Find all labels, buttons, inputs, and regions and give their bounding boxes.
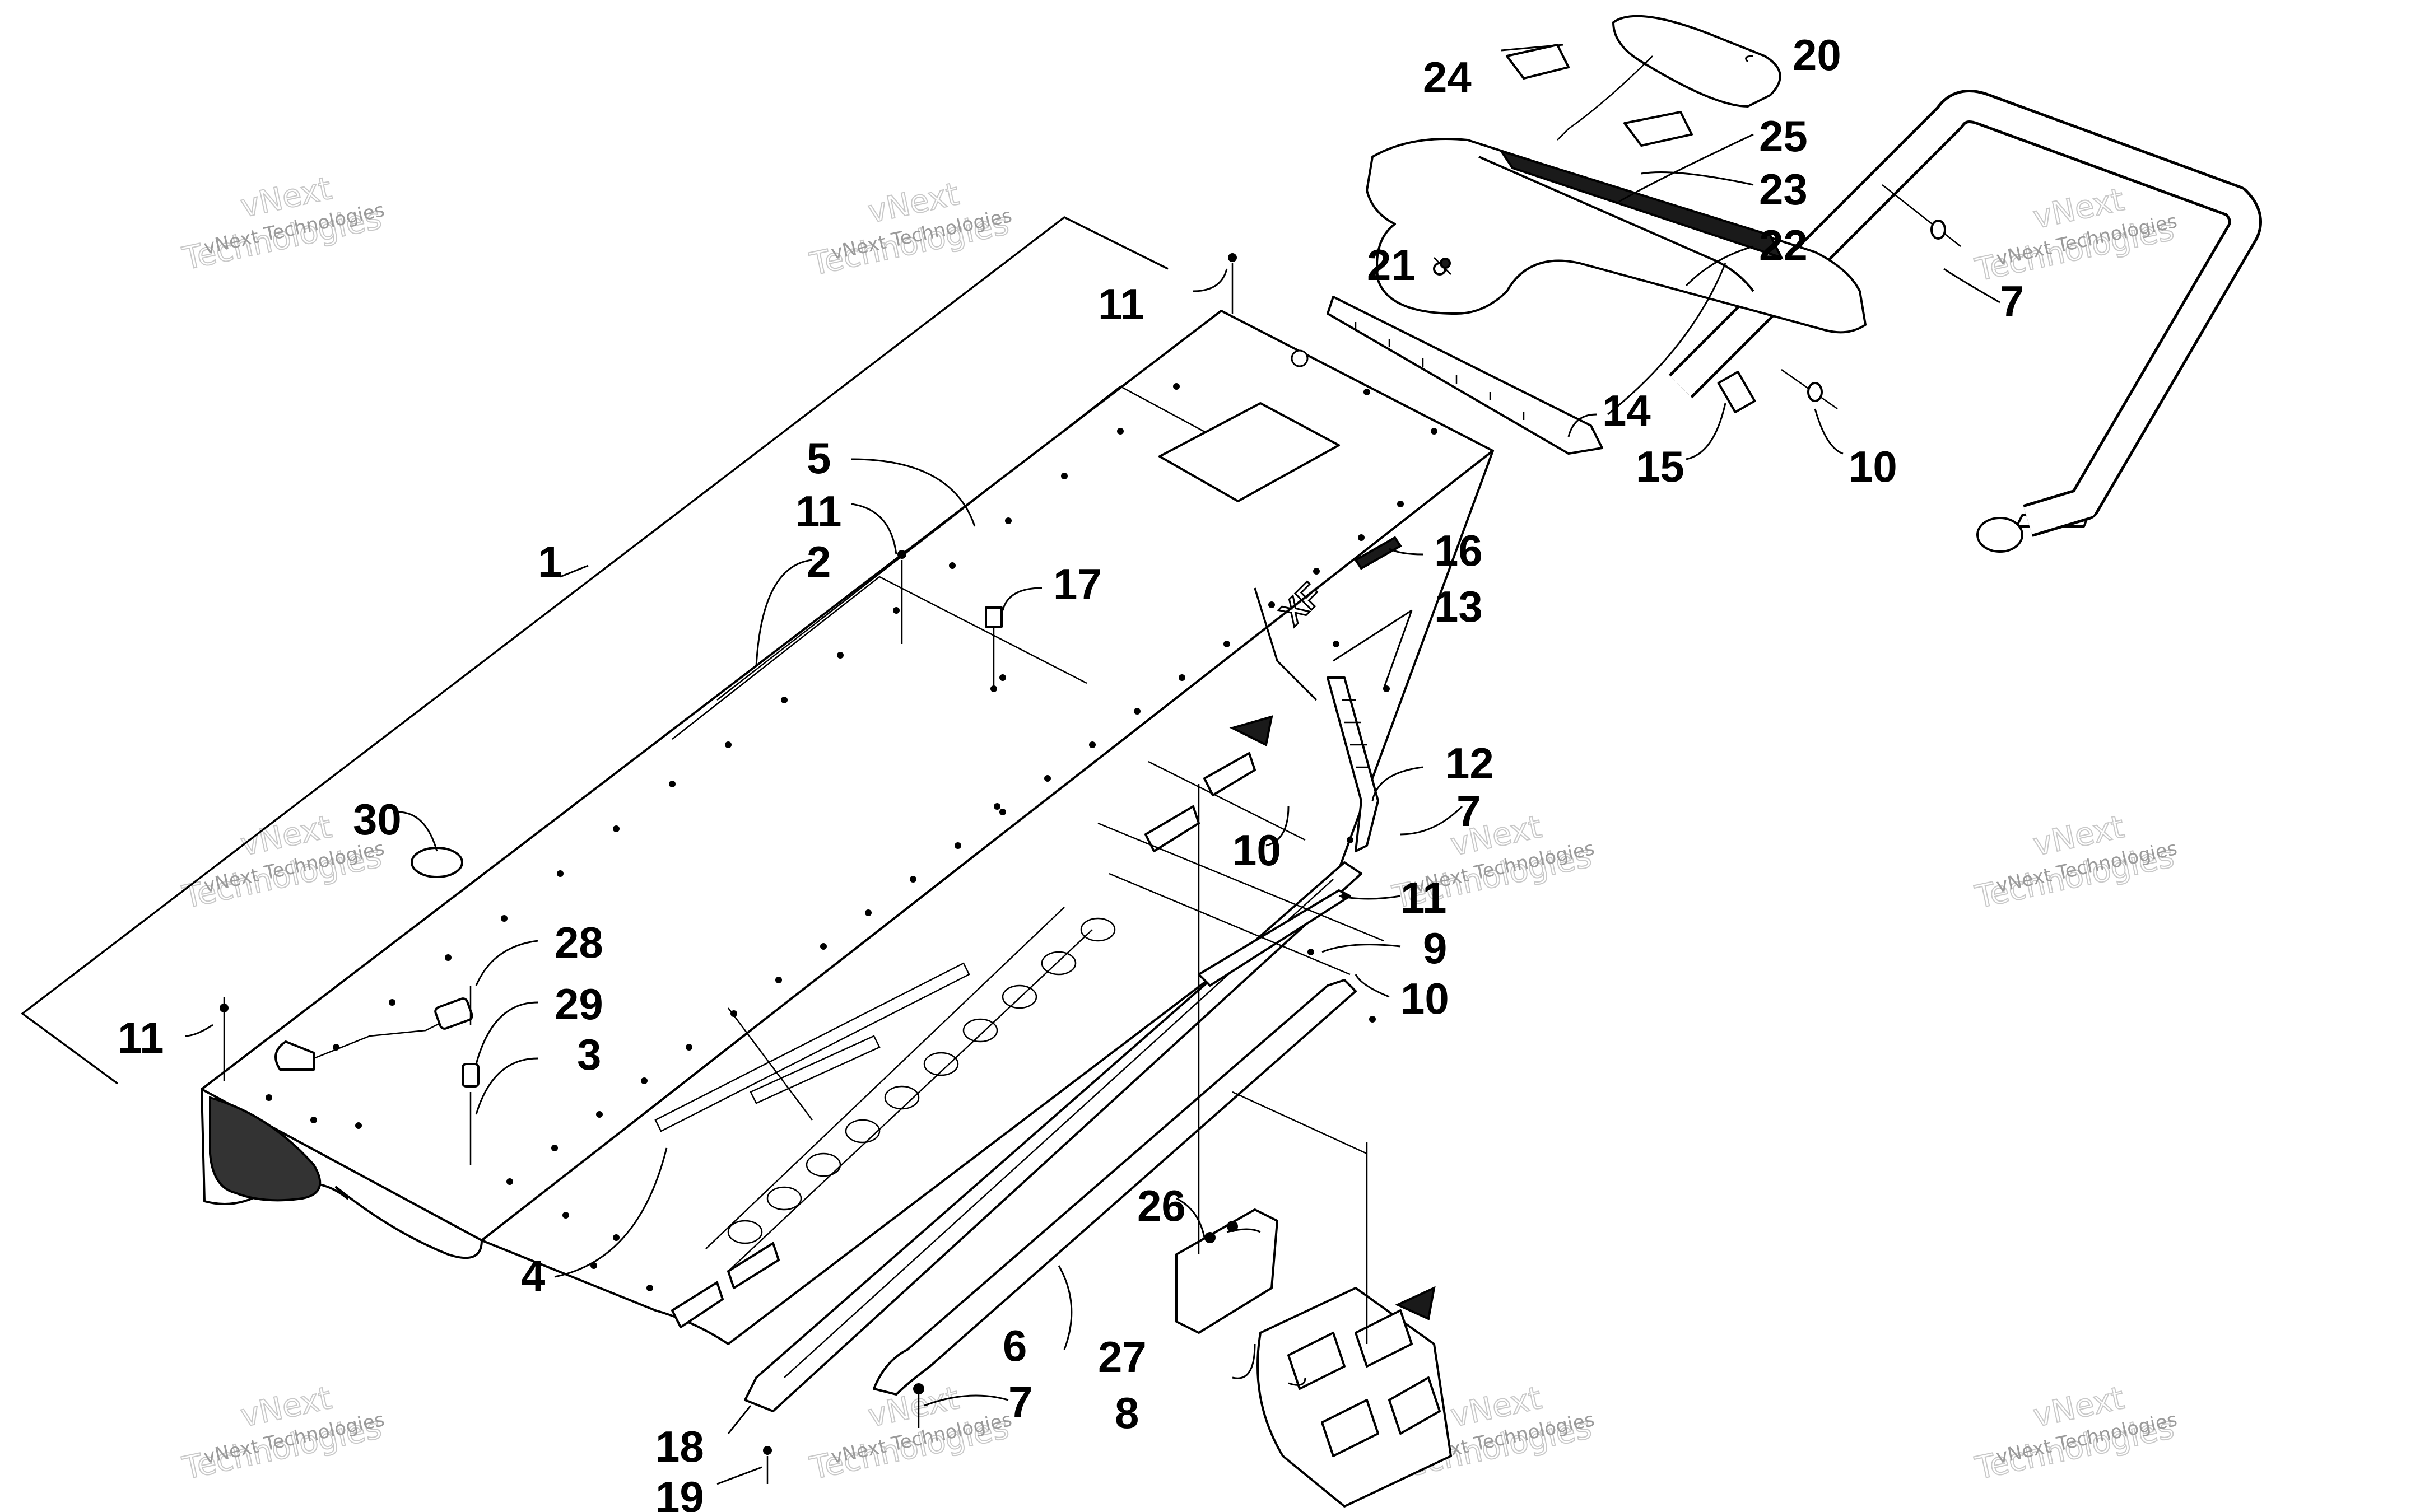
- taillight-bar: [1612, 15, 1781, 108]
- callout-11-top: 11: [1098, 279, 1144, 329]
- watermark-tile: vNext Technologies vNext Technologies: [179, 170, 387, 278]
- rear-bumper: [1668, 90, 2262, 553]
- callout-13: 13: [1434, 582, 1483, 631]
- callout-28: 28: [555, 918, 603, 967]
- callout-1: 1: [538, 537, 562, 586]
- callout-15: 15: [1636, 442, 1684, 491]
- callout-10-mid: 10: [1232, 825, 1281, 875]
- callout-19: 19: [655, 1472, 704, 1512]
- callout-21: 21: [1367, 240, 1416, 290]
- callout-23: 23: [1759, 165, 1808, 214]
- rail-6: [873, 979, 1357, 1396]
- callout-22: 22: [1759, 221, 1808, 270]
- callout-11-mid: 11: [795, 487, 841, 536]
- callout-11-right: 11: [1400, 873, 1446, 922]
- warning-triangle-icon: [1395, 1286, 1436, 1320]
- nut-21-icon: [1440, 258, 1451, 269]
- callout-18: 18: [655, 1422, 704, 1471]
- tunnel-rear-flap: [209, 1096, 322, 1202]
- watermark-tile: vNext Technologies vNext Technologies: [179, 1379, 387, 1487]
- callout-9: 9: [1423, 923, 1447, 973]
- decal-25: [1623, 111, 1693, 147]
- callout-17: 17: [1053, 559, 1102, 609]
- callout-24: 24: [1423, 53, 1472, 102]
- callout-30: 30: [353, 795, 402, 844]
- leader-lines: [184, 44, 2000, 1485]
- callout-14: 14: [1602, 386, 1651, 435]
- callout-27: 27: [1098, 1332, 1147, 1382]
- callout-2: 2: [807, 537, 831, 586]
- callout-7-front: 7: [1456, 786, 1481, 836]
- callout-26: 26: [1137, 1181, 1186, 1230]
- callout-20: 20: [1793, 30, 1841, 80]
- rail-9: [1198, 889, 1351, 987]
- callout-labels: 1 2 3 4 5 6 7 7 7 8 9 10 10 10 11 11 11 …: [118, 30, 2024, 1512]
- connector-icon: [274, 1040, 315, 1071]
- bolt-17-icon: [985, 606, 1003, 628]
- tunnel-window: [1158, 402, 1340, 502]
- small-parts: [220, 184, 1961, 1484]
- watermark-tile: vNext Technologies vNext Technologies: [1971, 181, 2179, 289]
- assembly-outline: [21, 216, 1169, 1085]
- rear-bracket-assembly: [1175, 784, 1452, 1508]
- callout-8: 8: [1115, 1388, 1139, 1438]
- tunnel-rib: [750, 1035, 881, 1104]
- callout-7-bottom: 7: [1008, 1377, 1032, 1426]
- callout-10-upper: 10: [1849, 442, 1897, 491]
- warning-triangle-icon: [1229, 715, 1273, 746]
- tunnel-rib: [728, 1007, 813, 1121]
- clamp-30-icon: [411, 847, 463, 878]
- tunnel-assembly: XF: [201, 310, 1494, 1345]
- callout-3: 3: [577, 1030, 601, 1079]
- bracket-27: [1175, 1208, 1278, 1334]
- callout-29: 29: [555, 979, 603, 1029]
- taillight-assembly: [1327, 15, 1867, 455]
- callout-4: 4: [521, 1251, 545, 1300]
- tunnel-rib: [654, 962, 970, 1132]
- bracket-14: [1327, 296, 1603, 455]
- running-board-slot: [1203, 752, 1256, 796]
- rail-assembly: [744, 676, 1384, 1412]
- stay-12: [1327, 676, 1379, 852]
- spacer-29-icon: [462, 1063, 480, 1088]
- watermark-tile: vNext Technologies vNext Technologies: [806, 175, 1014, 283]
- callout-16: 16: [1434, 526, 1483, 575]
- tunnel-right-skirt: [481, 450, 1494, 1345]
- bumper-end-cap: [1976, 517, 2023, 553]
- callout-11-left: 11: [118, 1013, 164, 1062]
- taillight-lens: [1498, 149, 1784, 260]
- callout-7-rear: 7: [2000, 277, 2024, 326]
- callout-10-lower: 10: [1400, 974, 1449, 1023]
- watermark-tile: vNext Technologies vNext Technologies: [1971, 1379, 2179, 1487]
- bracket-15: [1717, 371, 1756, 413]
- callout-6: 6: [1003, 1321, 1027, 1370]
- tunnel-scallop-pattern: [671, 907, 1116, 1328]
- decal-24: [1506, 44, 1570, 80]
- callout-25: 25: [1759, 111, 1808, 161]
- watermark-tile: vNext Technologies vNext Technologies: [806, 1379, 1014, 1487]
- tunnel-badge: [1354, 536, 1402, 570]
- callout-5: 5: [807, 433, 831, 483]
- watermark-tile: vNext Technologies vNext Technologies: [1971, 808, 2179, 916]
- callout-12: 12: [1445, 739, 1494, 788]
